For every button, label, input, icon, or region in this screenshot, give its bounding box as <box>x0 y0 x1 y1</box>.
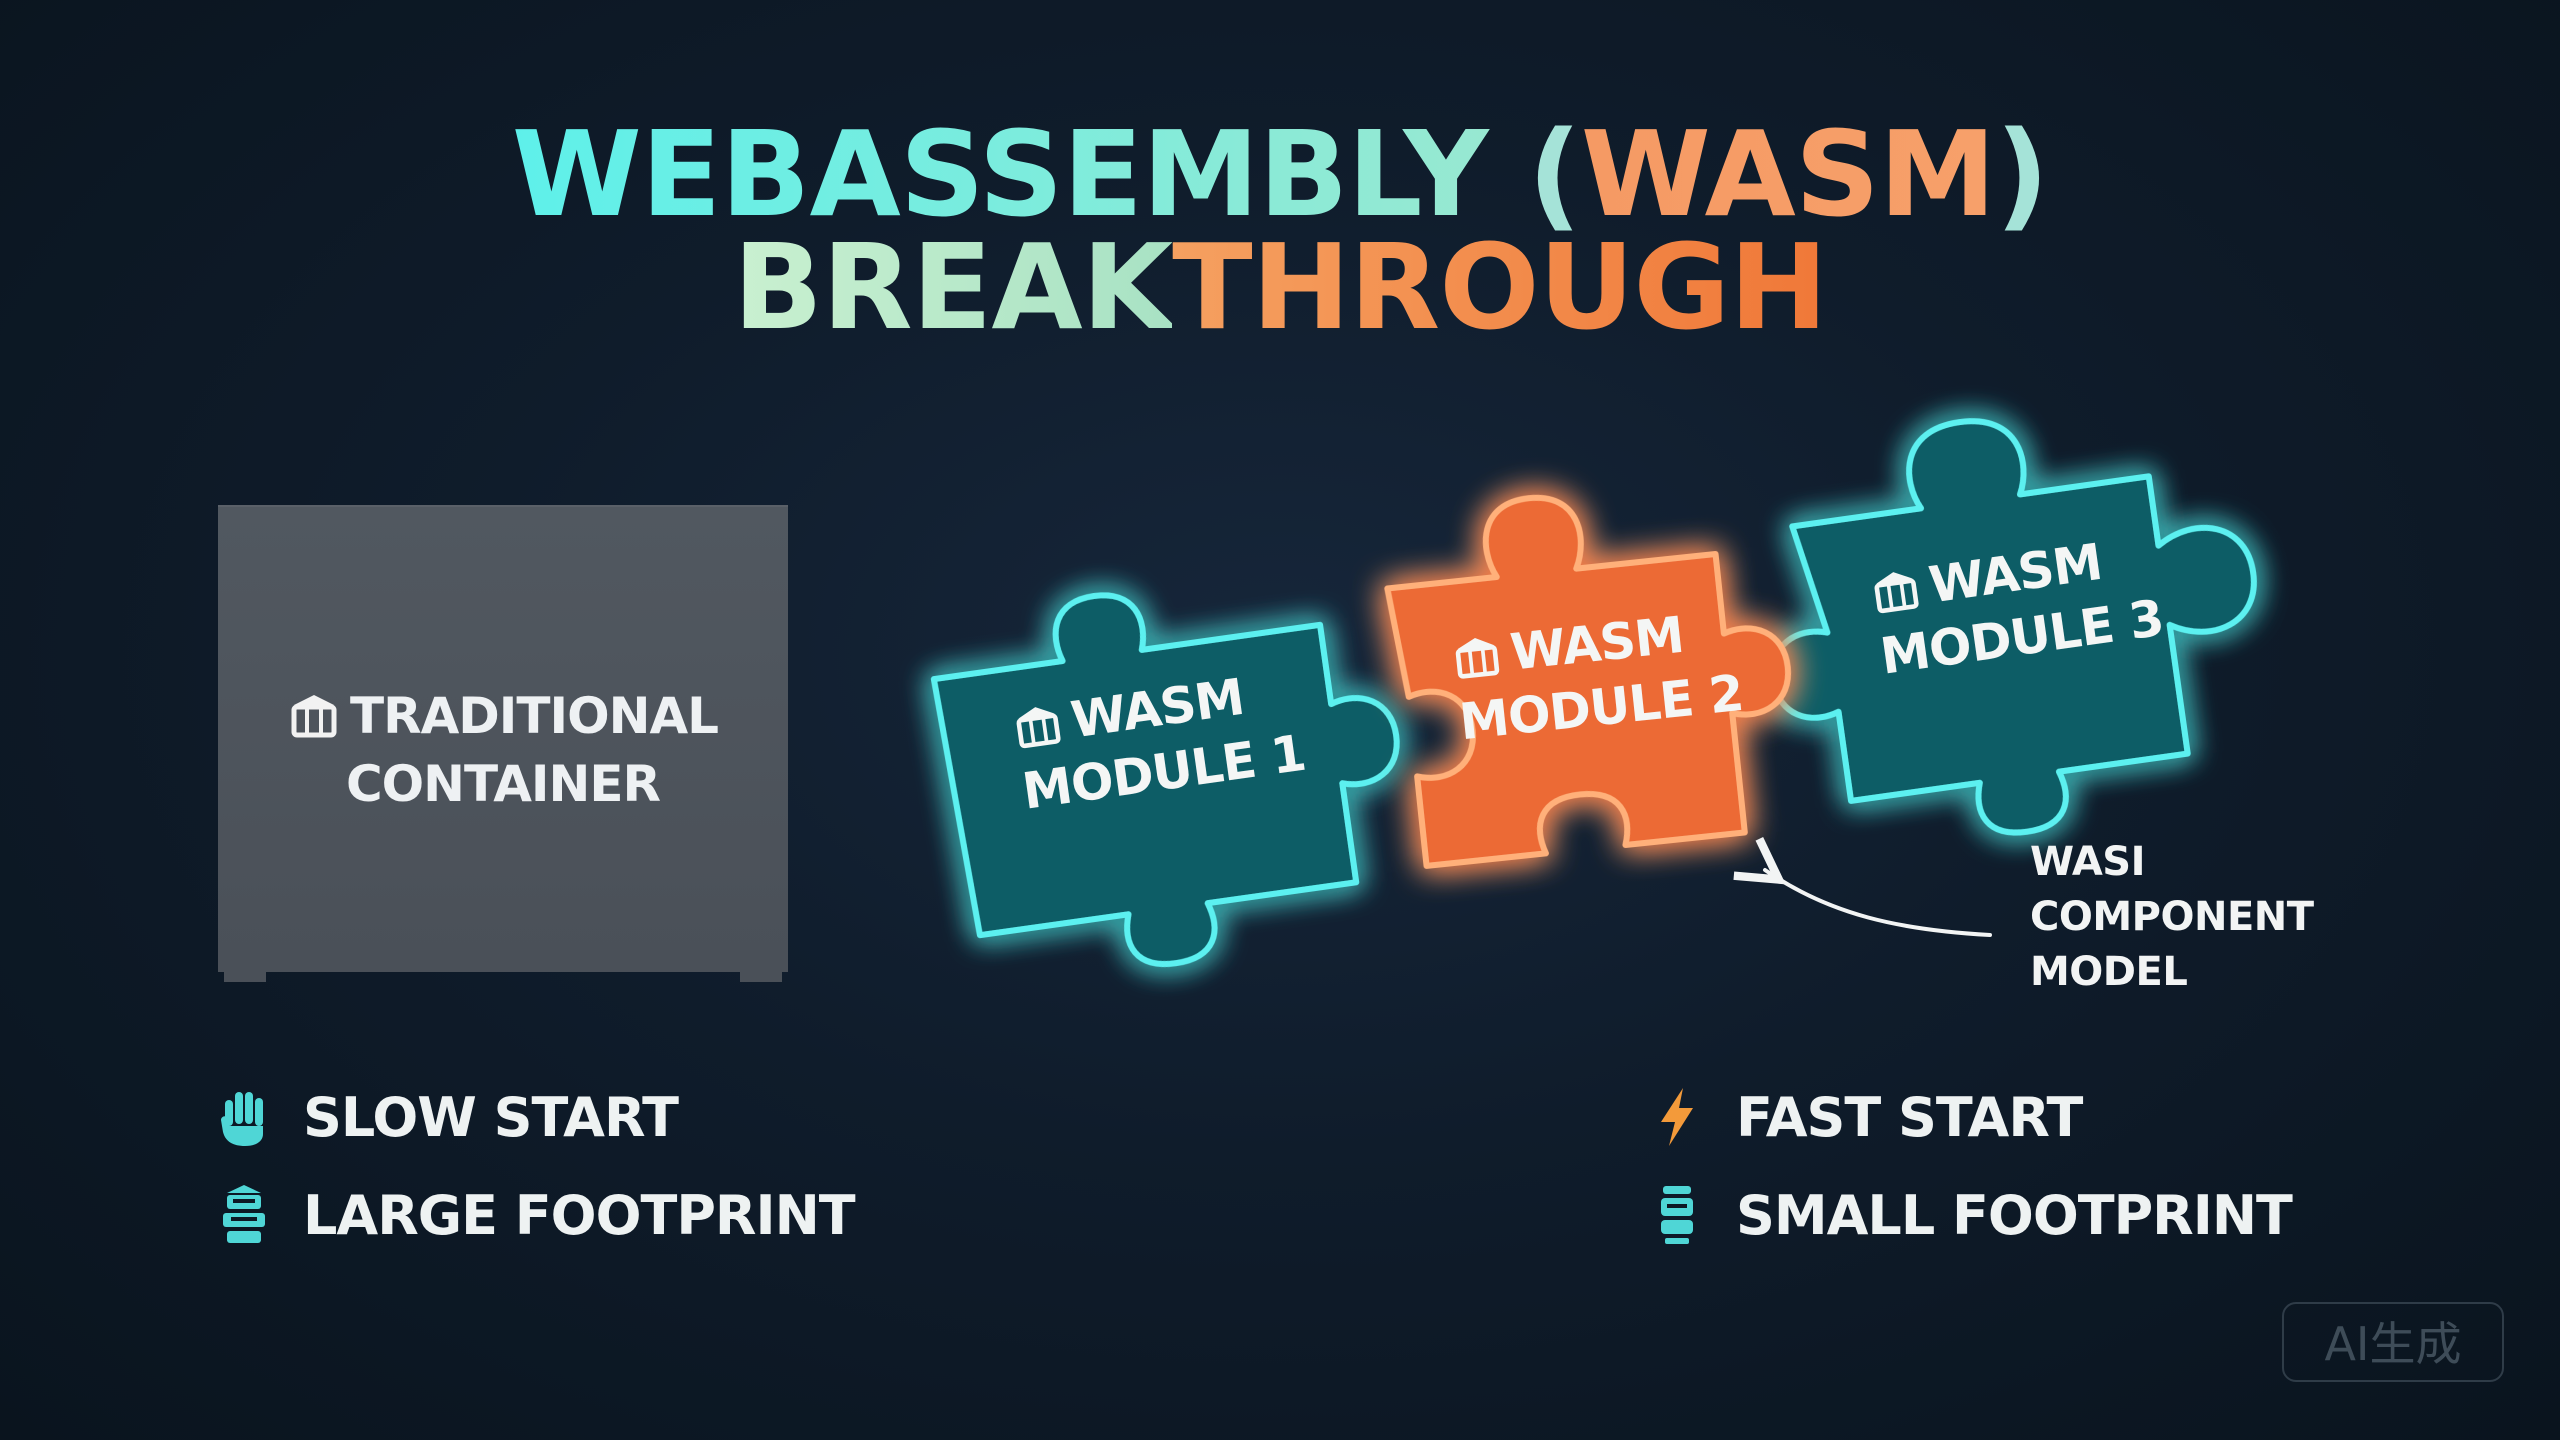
wasi-component-model-label: WASI COMPONENT MODEL <box>2030 835 2314 1000</box>
container-label-line2: CONTAINER <box>345 755 661 813</box>
container-foot-left <box>224 970 266 982</box>
feature-slow-start-label: SLOW START <box>303 1085 679 1149</box>
puzzle-piece-module-2 <box>1384 494 1791 869</box>
puzzle-piece-module-3 <box>1769 418 2257 836</box>
title-wasm: WASM <box>1580 105 1997 243</box>
title-line-1: WEBASSEMBLY (WASM) <box>0 115 2560 233</box>
module-2-label: WASM MODULE 2 <box>1450 600 1746 751</box>
feature-slow-start: SLOW START <box>215 1085 679 1149</box>
title-break: BREAK <box>732 218 1173 356</box>
container-label: TRADITIONAL CONTAINER <box>218 685 788 815</box>
container-icon <box>288 691 340 753</box>
wasi-label-line2: COMPONENT <box>2030 894 2314 940</box>
lightning-icon <box>1648 1085 1706 1149</box>
wasi-label-line1: WASI <box>2030 839 2145 885</box>
ai-generated-badge: AI生成 <box>2282 1302 2504 1382</box>
feature-small-footprint: SMALL FOOTPRINT <box>1648 1183 2293 1247</box>
feature-fast-start-label: FAST START <box>1736 1085 2083 1149</box>
module-3-icon <box>1869 564 1925 628</box>
module-1-label: WASM MODULE 1 <box>1010 660 1309 821</box>
title-through: THROUGH <box>1172 218 1828 356</box>
feature-large-footprint-label: LARGE FOOTPRINT <box>303 1183 856 1247</box>
title-close-paren: ) <box>1995 105 2049 243</box>
container-label-line1: TRADITIONAL <box>349 687 719 745</box>
feature-large-footprint: LARGE FOOTPRINT <box>215 1183 856 1247</box>
server-stack-icon <box>215 1183 273 1247</box>
title-webassembly: WEBASSEMBLY <box>511 105 1528 243</box>
wasi-label-line3: MODEL <box>2030 949 2188 995</box>
hand-icon <box>215 1085 273 1149</box>
module-2-icon <box>1451 631 1505 694</box>
wasi-arrow <box>1733 837 1992 937</box>
module-3-label: WASM MODULE 3 <box>1868 525 2167 686</box>
module-1-icon <box>1011 699 1067 763</box>
feature-small-footprint-label: SMALL FOOTPRINT <box>1736 1183 2293 1247</box>
traditional-container-box: TRADITIONAL CONTAINER <box>218 505 788 982</box>
feature-fast-start: FAST START <box>1648 1085 2083 1149</box>
title-line-2: BREAKTHROUGH <box>0 228 2560 346</box>
puzzle-piece-module-1 <box>930 592 1400 968</box>
small-cylinder-icon <box>1648 1183 1706 1247</box>
title-open-paren: ( <box>1527 105 1582 243</box>
container-foot-right <box>740 970 782 982</box>
